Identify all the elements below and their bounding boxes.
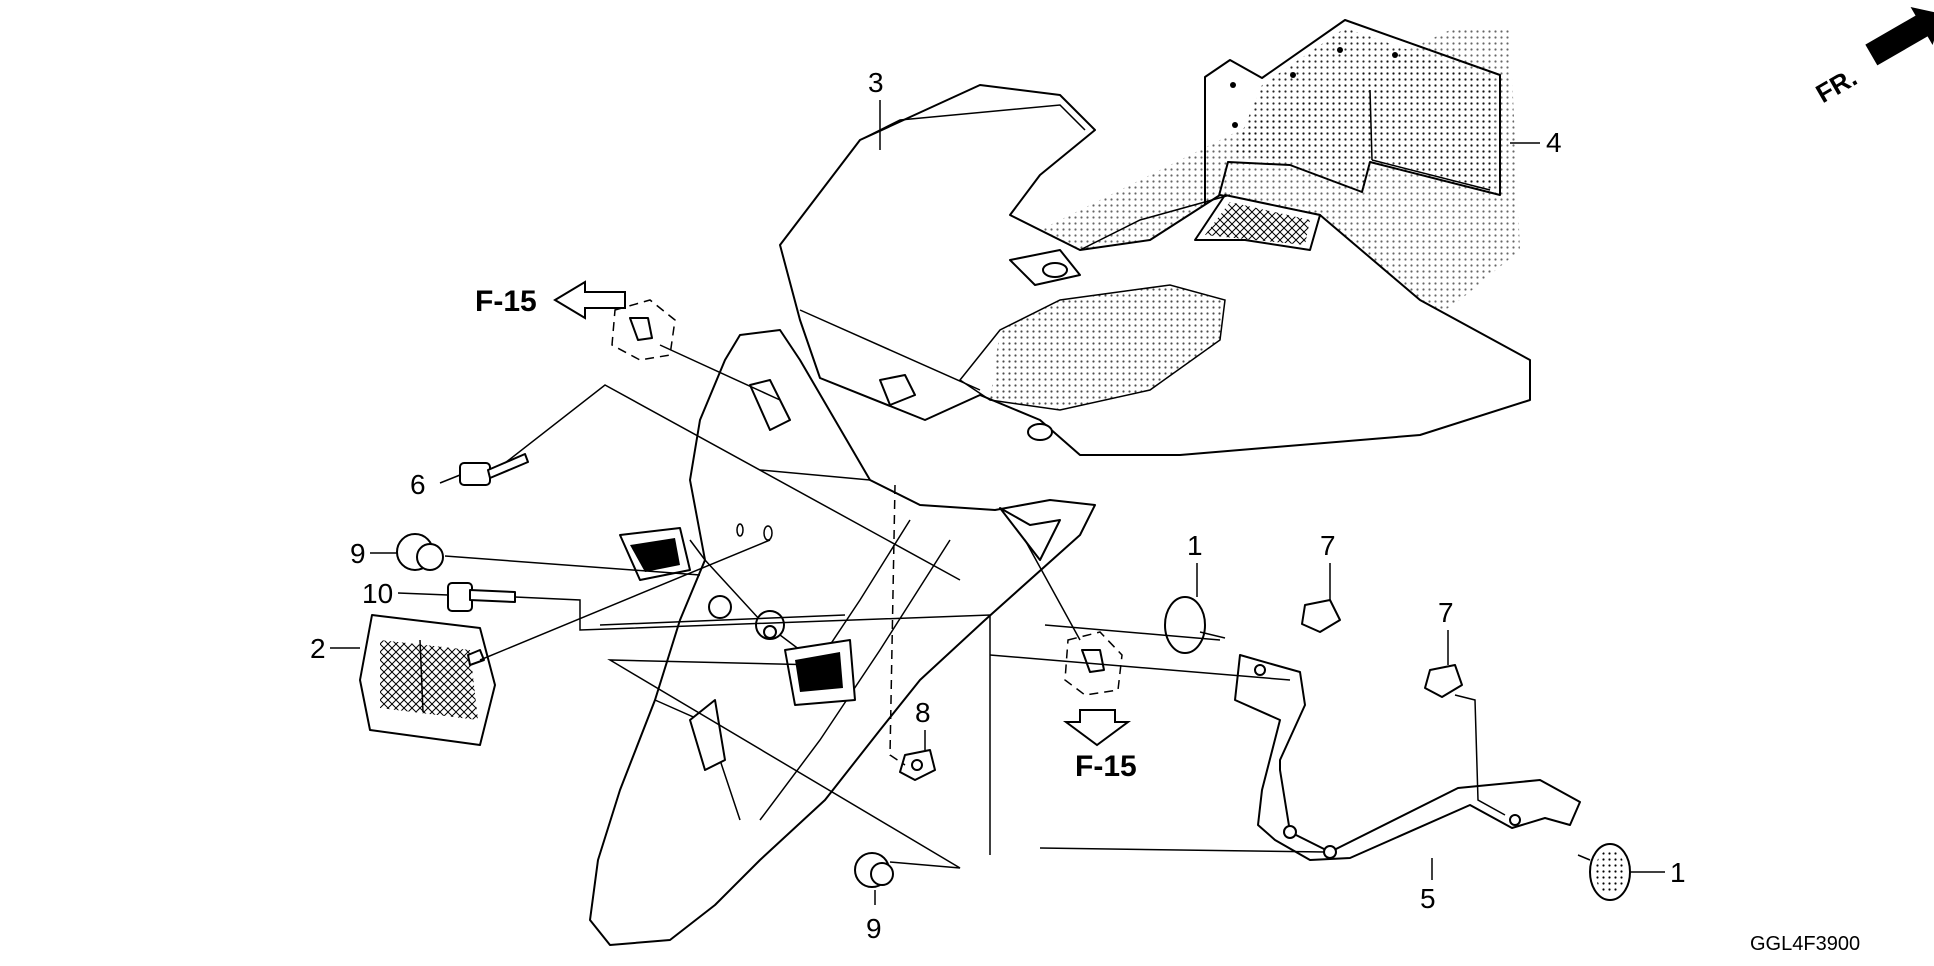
diagram-code: GGL4F3900 — [1750, 933, 1860, 955]
leader-9b — [607, 659, 961, 905]
grommet-part-9-a — [396, 533, 444, 571]
callout-2: 2 — [310, 633, 326, 664]
arrow-down-icon — [1062, 709, 1132, 747]
leader-nut-7b — [1454, 694, 1506, 816]
callout-8: 8 — [915, 697, 931, 728]
reference-f15-bottom: F-15 — [1075, 750, 1137, 783]
callout-9-bottom: 9 — [866, 913, 882, 944]
leader-stay-lower — [989, 624, 1326, 853]
callout-4: 4 — [1546, 127, 1562, 158]
dashed-line-8 — [889, 484, 906, 766]
stay-part-5 — [1234, 654, 1581, 861]
rear-fender-body — [589, 329, 1096, 946]
leader-2 — [330, 539, 771, 661]
leader-6 — [439, 384, 961, 581]
reflector-part-2 — [359, 614, 496, 746]
grommet-part-9-b — [854, 852, 894, 888]
nut-part-8 — [899, 749, 936, 781]
leader-2b — [599, 614, 846, 626]
callout-1-top: 1 — [1187, 530, 1203, 561]
callout-3: 3 — [868, 67, 884, 98]
bolt-part-10 — [447, 582, 516, 612]
nut-part-7-b — [1424, 664, 1463, 698]
callout-9-top: 9 — [350, 538, 366, 569]
clip-left — [611, 299, 676, 361]
nut-part-7-a — [1301, 599, 1341, 633]
front-label: FR. — [1811, 62, 1862, 109]
leader-clip-bottom — [1024, 539, 1081, 641]
reference-f15-left: F-15 — [475, 285, 537, 318]
leader-10 — [397, 592, 991, 855]
leader-clip-left — [659, 344, 781, 401]
callout-1-right: 1 — [1670, 857, 1686, 888]
leader-9a — [370, 552, 701, 576]
front-arrow-icon — [1865, 6, 1934, 66]
clip-bottom — [1064, 631, 1123, 696]
small-reflector-part-1-a — [1164, 596, 1226, 654]
bolt-part-6 — [459, 453, 529, 486]
callout-5: 5 — [1420, 883, 1436, 914]
callout-10: 10 — [362, 578, 393, 609]
callout-6: 6 — [410, 469, 426, 500]
small-reflector-part-1-b — [1577, 843, 1631, 901]
arrow-left-icon — [553, 280, 626, 320]
callout-7-top: 7 — [1320, 530, 1336, 561]
callout-7-right: 7 — [1438, 597, 1454, 628]
inner-fender-part-3 — [779, 84, 1531, 456]
